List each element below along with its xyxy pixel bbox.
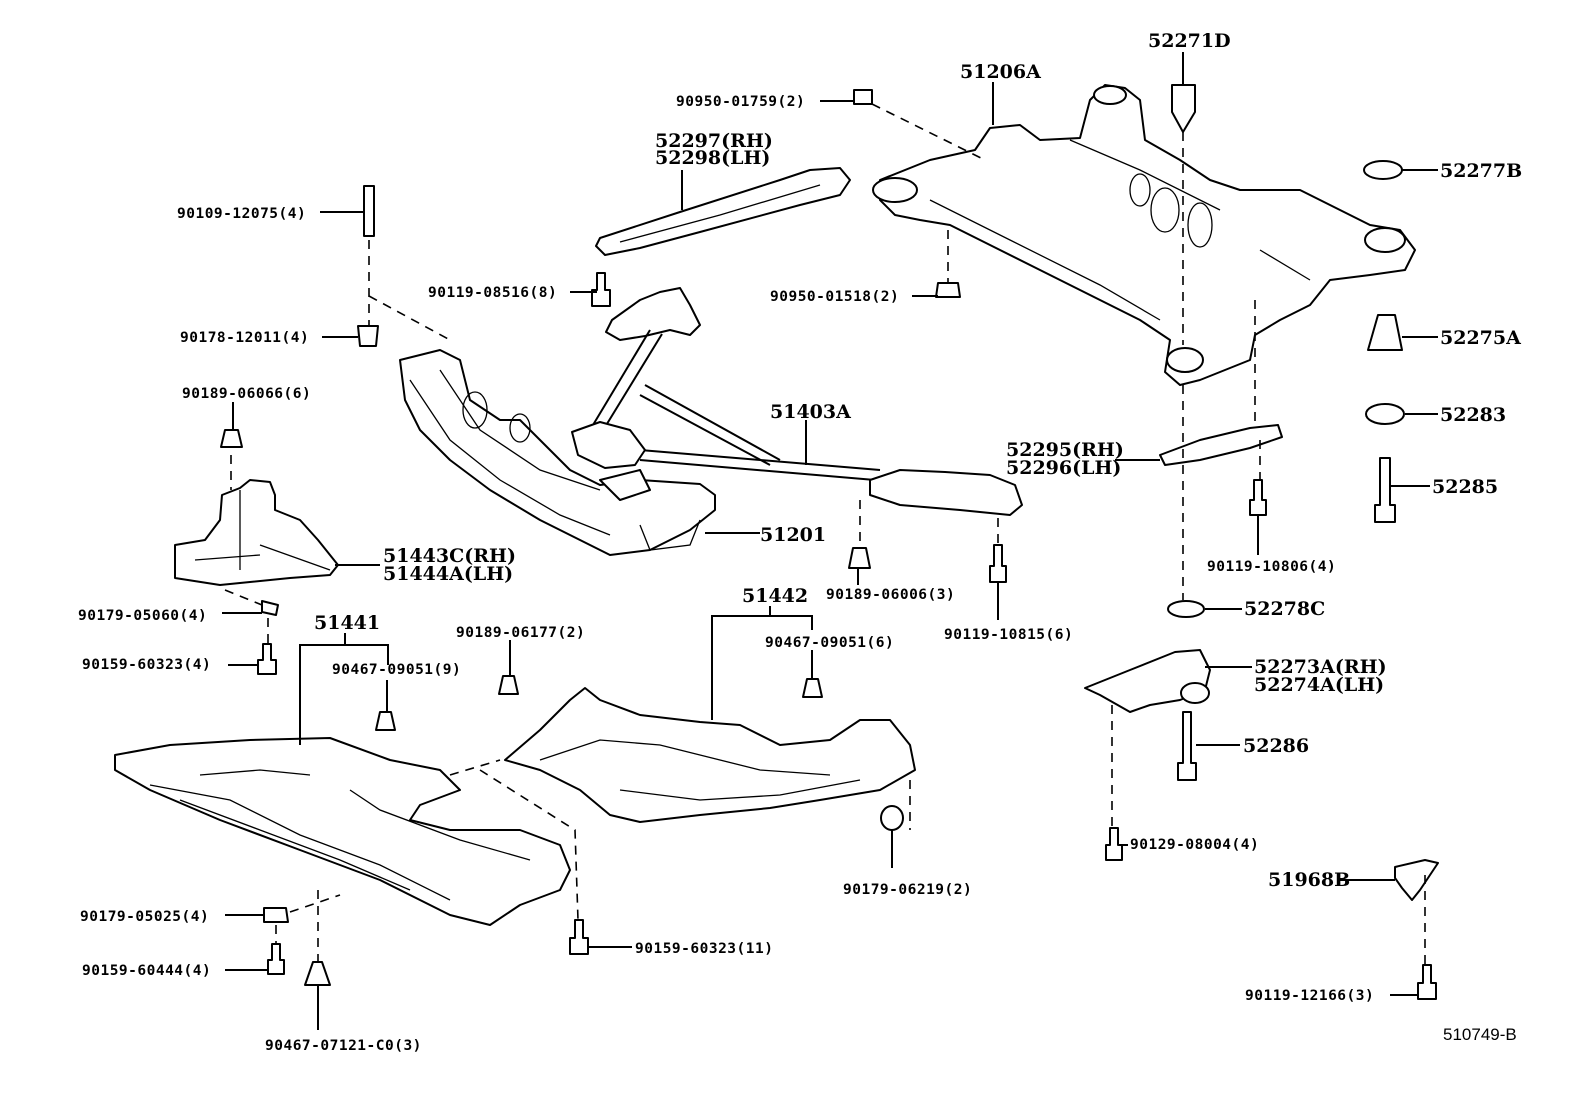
front-suspension-member-drawing [399, 349, 716, 556]
bolt-icon [569, 919, 589, 955]
part-label[interactable]: 51201 [760, 524, 826, 546]
stud-bolt-icon [363, 185, 375, 237]
part-label[interactable]: 52296(LH) [1006, 457, 1121, 479]
part-label[interactable]: 90189-06177(2) [456, 625, 585, 641]
bolt-icon [1417, 964, 1437, 1000]
washer-icon [1167, 600, 1205, 618]
rear-brace-drawing [595, 167, 851, 256]
bolt-icon [1374, 457, 1396, 523]
bracket-51968b-drawing [1394, 859, 1439, 901]
part-label[interactable]: 90159-60444(4) [82, 963, 211, 979]
part-label[interactable]: 90467-09051(6) [765, 635, 894, 651]
rear-suspension-member-drawing [872, 84, 1416, 386]
part-label[interactable]: 51403A [770, 401, 851, 423]
clip-nut-icon [263, 907, 289, 923]
part-label[interactable]: 90189-06066(6) [182, 386, 311, 402]
bushing-icon [1367, 314, 1403, 351]
part-label[interactable]: 52275A [1440, 327, 1521, 349]
part-label[interactable]: 52298(LH) [655, 147, 770, 169]
part-label[interactable]: 90178-12011(4) [180, 330, 309, 346]
bolt-icon [591, 272, 611, 307]
part-label[interactable]: 52286 [1243, 735, 1309, 757]
part-label[interactable]: 90119-08516(8) [428, 285, 557, 301]
part-label[interactable]: 90159-60323(4) [82, 657, 211, 673]
part-label[interactable]: 52295(RH) [1006, 439, 1124, 461]
fastener-glyphs [220, 84, 1437, 1000]
nut-icon [357, 325, 379, 347]
part-label[interactable]: 51443C(RH) [383, 545, 516, 567]
clip-icon [802, 678, 823, 698]
part-label[interactable]: 90159-60323(11) [635, 941, 773, 957]
part-label[interactable]: 90179-05060(4) [78, 608, 207, 624]
stopper-icon [1365, 403, 1405, 425]
part-label[interactable]: 90119-10815(6) [944, 627, 1073, 643]
clip-icon [220, 429, 243, 448]
engine-under-cover-rear-drawing [504, 687, 916, 823]
bushing-icon [1171, 84, 1196, 133]
bolt-icon [1105, 827, 1123, 861]
part-label[interactable]: 52273A(RH) [1254, 656, 1387, 678]
differential-mount-drawing [1084, 649, 1211, 713]
front-brace-drawing [571, 287, 1023, 516]
side-engine-cover-drawing [174, 479, 339, 586]
leader-lines [222, 52, 1438, 1030]
washer-icon [1363, 160, 1403, 180]
part-label[interactable]: 52277B [1440, 160, 1522, 182]
assembly-dashed-lines [224, 103, 1426, 965]
part-label[interactable]: 90179-05025(4) [80, 909, 209, 925]
part-label[interactable]: 90950-01759(2) [676, 94, 805, 110]
part-label[interactable]: 51441 [314, 612, 380, 634]
part-label[interactable]: 52278C [1244, 598, 1325, 620]
part-label[interactable]: 52283 [1440, 404, 1506, 426]
bolt-icon [1249, 479, 1267, 516]
part-label[interactable]: 90129-08004(4) [1130, 837, 1259, 853]
cap-icon [853, 89, 873, 105]
part-label[interactable]: 90119-12166(3) [1245, 988, 1374, 1004]
part-label[interactable]: 90189-06006(3) [826, 587, 955, 603]
bolt-icon [257, 643, 277, 675]
bolt-icon [267, 943, 285, 975]
part-label[interactable]: 90109-12075(4) [177, 206, 306, 222]
clip-icon [498, 675, 519, 695]
part-label[interactable]: 90950-01518(2) [770, 289, 899, 305]
cap-icon [935, 282, 961, 298]
part-label[interactable]: 51206A [960, 61, 1041, 83]
part-label[interactable]: 90179-06219(2) [843, 882, 972, 898]
rear-arm-drawing [1159, 424, 1283, 466]
bolt-icon [1177, 711, 1197, 781]
part-label[interactable]: 90467-09051(9) [332, 662, 461, 678]
clip-icon [848, 547, 871, 569]
bolt-icon [989, 544, 1007, 583]
clip-icon [375, 711, 396, 731]
part-label[interactable]: 90467-07121-C0(3) [265, 1038, 422, 1054]
part-label[interactable]: 52274A(LH) [1254, 674, 1384, 696]
part-label[interactable]: 51444A(LH) [383, 563, 513, 585]
drawing-code: 510749-B [1443, 1025, 1517, 1044]
clip-nut-icon [261, 600, 279, 616]
grommet-icon [880, 805, 904, 831]
engine-under-cover-front-drawing [114, 737, 571, 926]
part-label[interactable]: 90119-10806(4) [1207, 559, 1336, 575]
part-label[interactable]: 51442 [742, 585, 808, 607]
part-label[interactable]: 52285 [1432, 476, 1498, 498]
clip-icon [304, 961, 331, 986]
part-label[interactable]: 52271D [1148, 30, 1231, 52]
part-labels: 52271D 51206A 90950-01759(2) 52297(RH) 5… [78, 30, 1522, 1054]
part-label[interactable]: 52297(RH) [655, 130, 773, 152]
part-label[interactable]: 51968B [1268, 869, 1350, 891]
